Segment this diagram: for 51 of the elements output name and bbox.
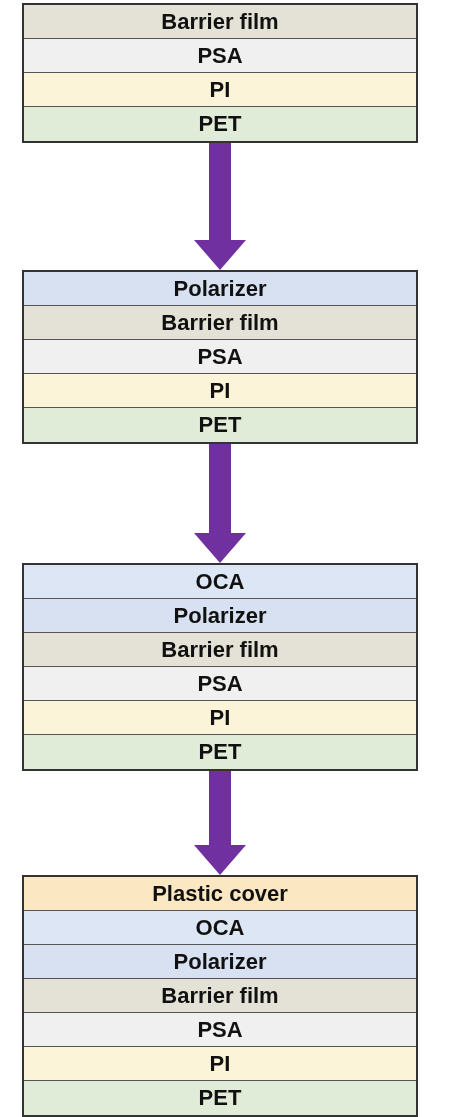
film-layer [24,39,416,73]
layer-label: Barrier film [161,309,279,336]
film-layer [24,701,416,735]
layer-label: PI [209,704,231,731]
layer-label: PSA [197,1016,243,1043]
film-layer [24,979,416,1013]
film-layer [24,73,416,107]
layer-label: Polarizer [173,602,267,629]
down-arrow [194,444,246,563]
film-layer [24,667,416,701]
down-arrow [194,771,246,875]
layer-label: PSA [197,42,243,69]
layer-stack [22,3,418,143]
film-layer [24,408,416,442]
layer-label: PSA [197,670,243,697]
layer-label: Plastic cover [152,880,288,907]
film-layer [24,306,416,340]
layer-label: PI [209,1050,231,1077]
film-layer [24,1081,416,1115]
layer-stack [22,875,418,1117]
layer-label: PET [198,1085,242,1111]
layer-label: Barrier film [161,636,279,663]
layer-stack [22,270,418,444]
film-layer [24,945,416,979]
film-layer [24,633,416,667]
layer-label: PET [198,412,242,438]
film-layer [24,565,416,599]
layer-label: Polarizer [173,948,267,975]
layer-label: OCA [195,568,245,595]
layer-label: Polarizer [173,275,267,302]
film-layer [24,374,416,408]
layer-label: Barrier film [161,8,279,35]
film-layer [24,107,416,141]
layer-label: PSA [197,343,243,370]
layer-label: PET [198,739,242,765]
layer-label: PI [209,76,231,103]
film-layer [24,911,416,945]
film-layer [24,735,416,769]
film-layer [24,1047,416,1081]
film-layer [24,340,416,374]
film-layer [24,877,416,911]
film-layer [24,5,416,39]
layer-label: Barrier film [161,982,279,1009]
layer-label: PET [198,111,242,137]
layer-stack [22,563,418,771]
layer-label: PI [209,377,231,404]
film-layer [24,599,416,633]
layer-label: OCA [195,914,245,941]
film-layer [24,272,416,306]
film-layer [24,1013,416,1047]
down-arrow [194,143,246,270]
